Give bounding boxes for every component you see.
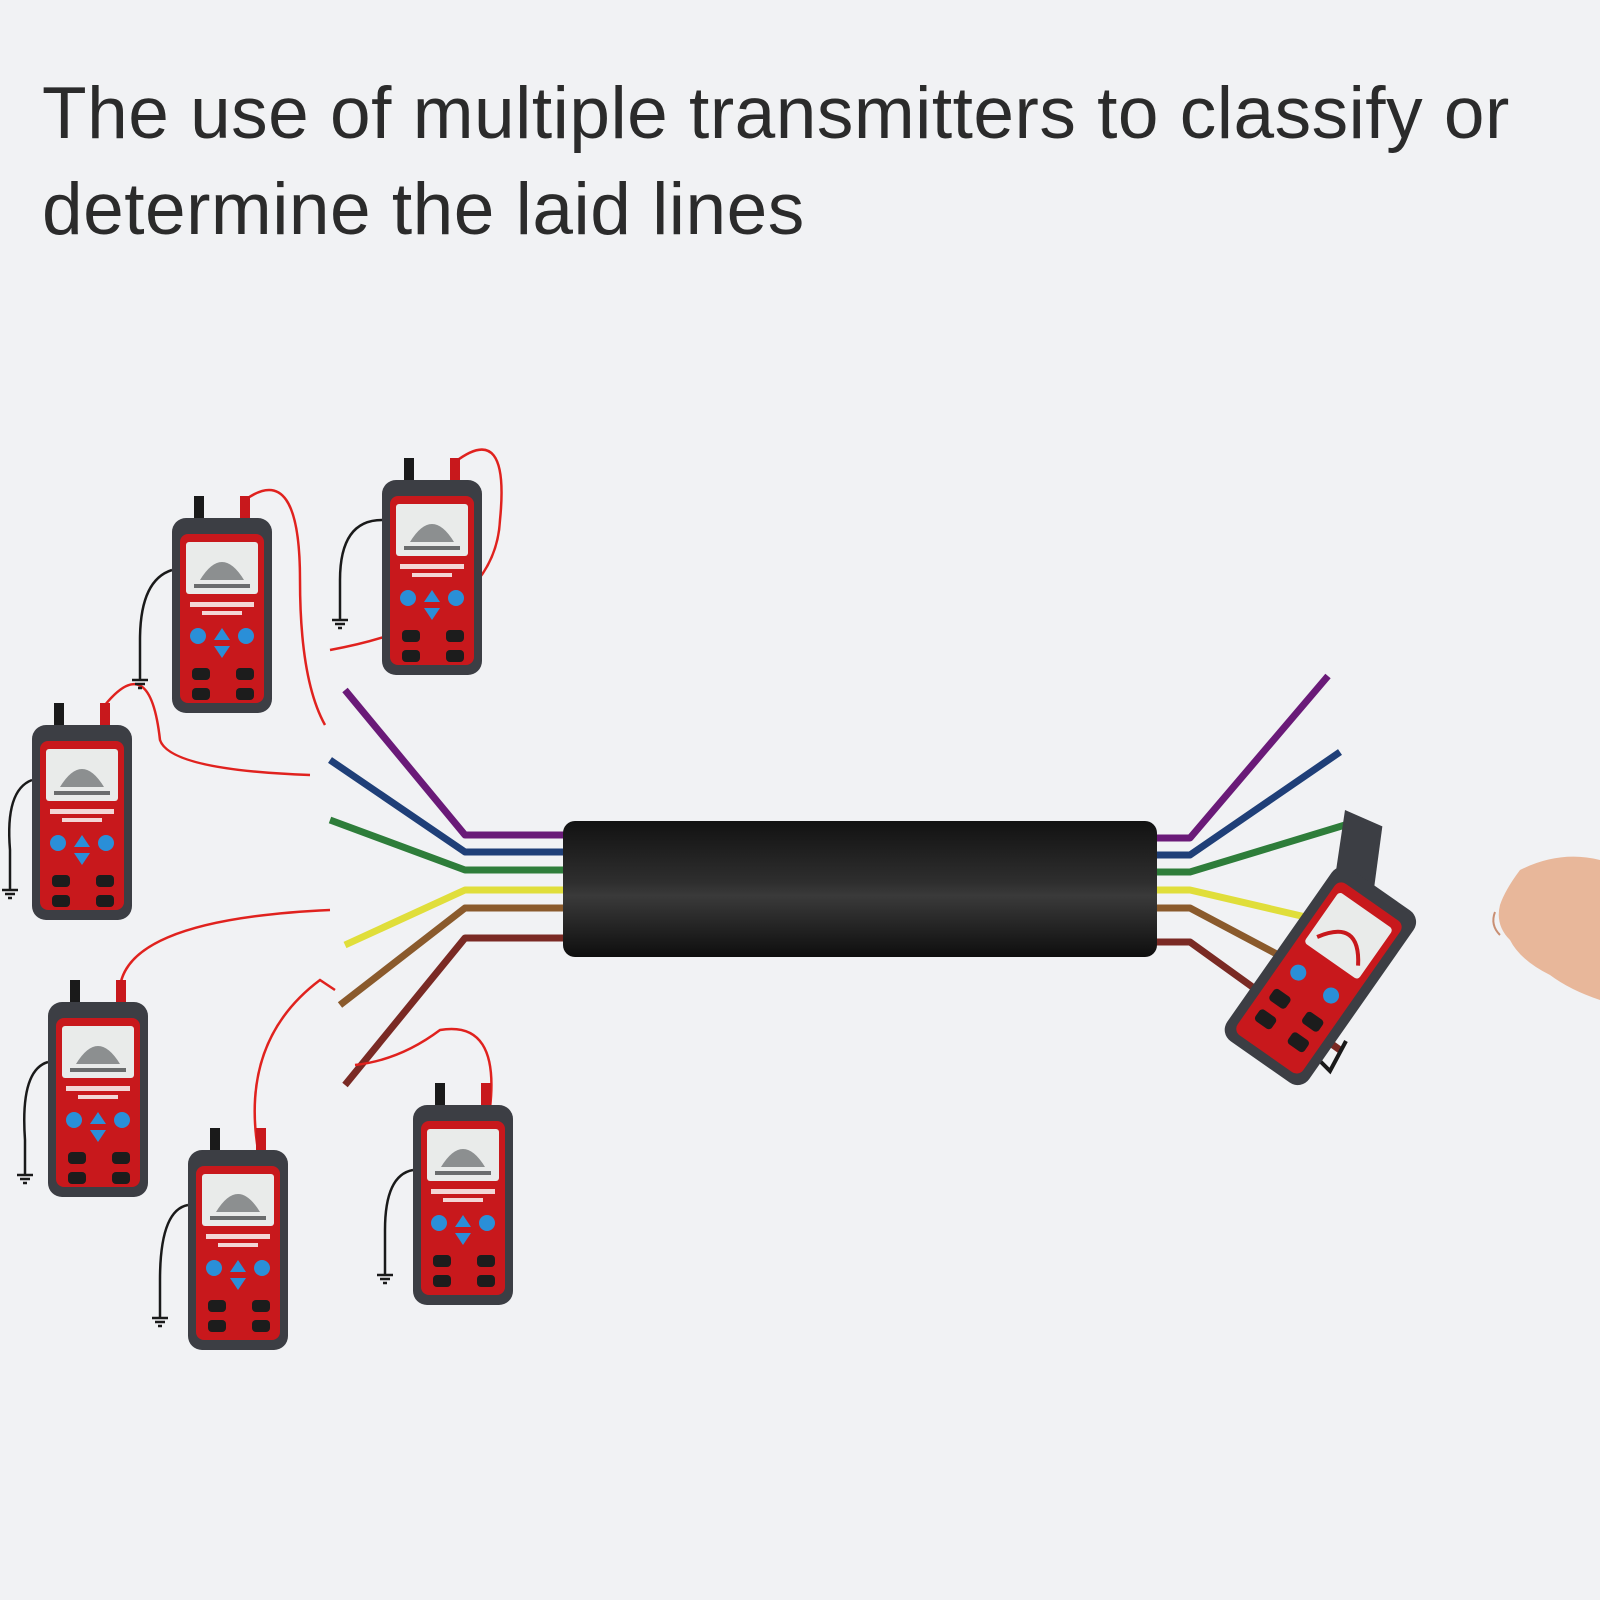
wire-tracker-transmitter-icon: [32, 703, 132, 920]
red-test-lead: [354, 1027, 493, 1109]
black-ground-lead: [338, 518, 383, 620]
wire-left-green: [328, 816, 565, 874]
headline: The use of multiple transmitters to clas…: [42, 73, 1510, 250]
wire-tracker-transmitter-icon: [382, 458, 482, 675]
red-test-lead: [244, 488, 327, 726]
ground-symbol-icon: [132, 678, 148, 690]
red-test-lead: [104, 683, 311, 777]
ground-symbol-icon: [377, 1273, 393, 1285]
wire-tracker-transmitter-icon: [48, 980, 148, 1197]
ground-symbol-icon: [2, 888, 18, 900]
black-ground-lead: [383, 1168, 414, 1275]
wire-right-green: [1155, 821, 1347, 876]
ground-symbol-icon: [152, 1316, 168, 1328]
wire-right-blue: [1155, 749, 1342, 859]
black-ground-lead: [8, 778, 33, 890]
wire-left-maroon: [342, 934, 565, 1088]
black-ground-lead: [138, 568, 173, 680]
ground-symbol-icon: [17, 1173, 33, 1185]
wire-left-yellow: [343, 886, 565, 949]
red-test-lead: [253, 978, 336, 1151]
wire-tracker-receiver-icon: [1224, 810, 1417, 1086]
wire-right-yellow: [1155, 886, 1341, 929]
red-test-lead: [118, 908, 331, 1001]
black-ground-lead: [158, 1203, 189, 1318]
black-ground-lead: [23, 1060, 49, 1175]
ground-symbol-icon: [332, 618, 348, 630]
wire-right-purple: [1155, 673, 1331, 842]
hand-icon: [1492, 856, 1600, 1000]
main-cable: [563, 821, 1157, 957]
wire-tracker-transmitter-icon: [188, 1128, 288, 1350]
wire-left-brown: [337, 904, 565, 1008]
wire-left-blue: [328, 757, 565, 856]
wire-tracker-transmitter-icon: [172, 496, 272, 713]
wire-tracker-transmitter-icon: [413, 1083, 513, 1305]
wire-left-purple: [342, 687, 565, 839]
